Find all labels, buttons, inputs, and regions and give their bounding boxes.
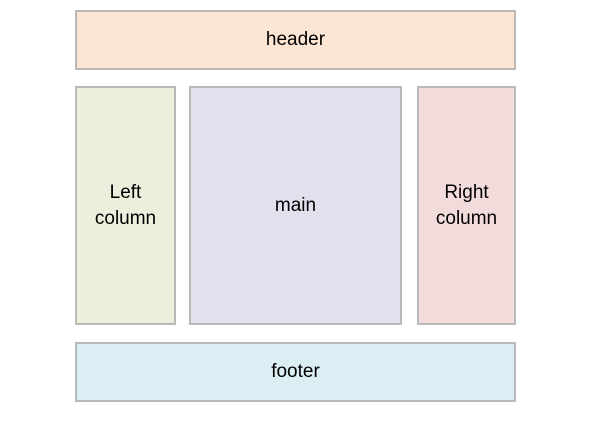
right-column-region: Right column	[417, 86, 516, 325]
main-label: main	[274, 194, 317, 216]
right-column-label: Right column	[435, 181, 498, 229]
footer-label: footer	[271, 361, 320, 383]
left-column-label: Left column	[94, 181, 157, 229]
left-column-region: Left column	[75, 86, 176, 325]
footer-region: footer	[75, 342, 516, 402]
main-region: main	[189, 86, 402, 325]
header-region: header	[75, 10, 516, 70]
header-label: header	[265, 29, 326, 51]
